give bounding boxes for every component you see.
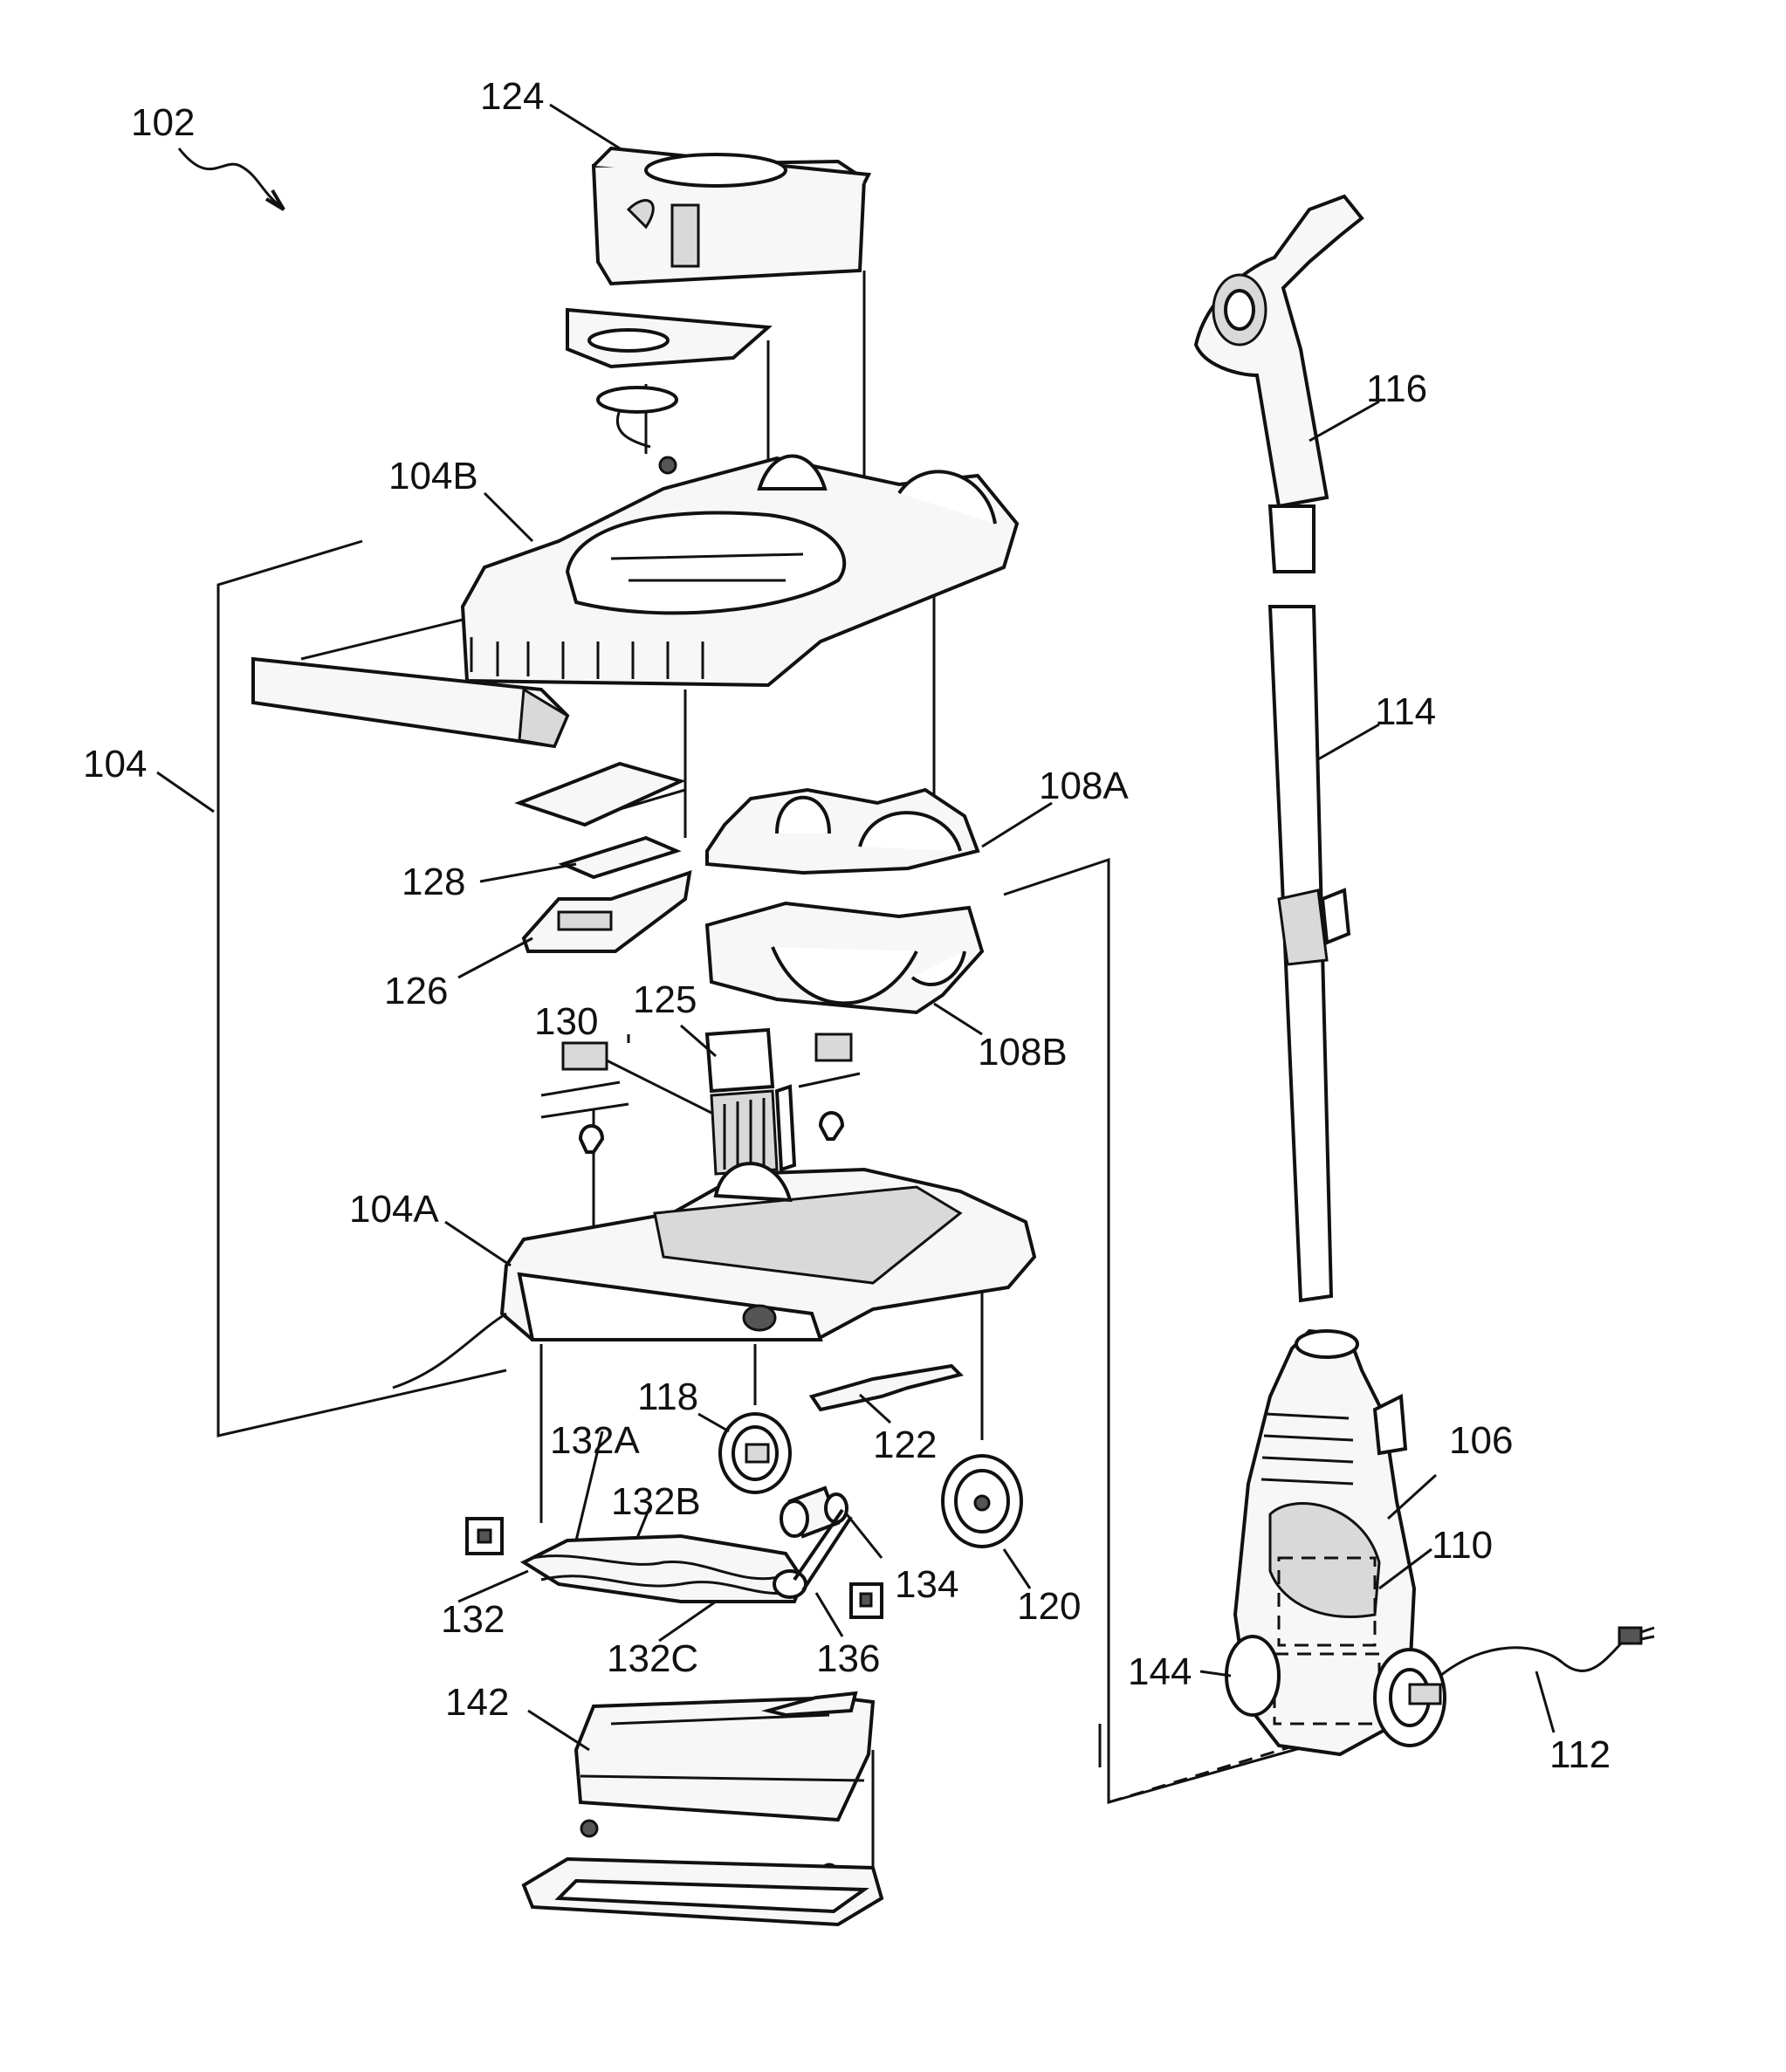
label-134: 134: [895, 1563, 958, 1606]
lid-part: [567, 310, 768, 473]
label-128: 128: [402, 861, 465, 903]
label-132b: 132B: [611, 1480, 701, 1523]
cover-upper-part: [707, 790, 978, 873]
label-104: 104: [83, 743, 147, 786]
cover-lower-part: [707, 903, 982, 1012]
label-108b: 108B: [978, 1031, 1068, 1074]
label-136: 136: [816, 1637, 880, 1680]
tray-part: [524, 873, 690, 951]
label-144: 144: [1128, 1650, 1192, 1693]
label-130: 130: [534, 1000, 598, 1043]
wheel-right-part: [943, 1456, 1021, 1547]
label-112: 112: [1549, 1733, 1611, 1776]
label-104a: 104A: [349, 1188, 439, 1231]
screen-part: [519, 764, 681, 877]
label-120: 120: [1017, 1585, 1081, 1628]
label-104b: 104B: [388, 455, 478, 497]
clip-parts: [541, 1034, 860, 1152]
assembly-lines: [179, 148, 1309, 1868]
motor-part: [781, 1488, 847, 1536]
label-116: 116: [1366, 367, 1427, 410]
label-132c: 132C: [607, 1637, 698, 1680]
label-108a: 108A: [1039, 765, 1129, 807]
label-126: 126: [384, 970, 448, 1012]
handle-part: [1196, 196, 1362, 572]
label-132: 132: [441, 1598, 505, 1641]
bin-part: [594, 148, 869, 284]
tube-part: [1270, 607, 1349, 1300]
wheel-left-part: [720, 1414, 790, 1492]
link-part: [812, 1366, 960, 1410]
label-102: 102: [131, 101, 195, 144]
lower-housing-part: [393, 1163, 1034, 1388]
label-125: 125: [633, 978, 697, 1021]
label-118: 118: [637, 1376, 698, 1418]
filter-part: [707, 1030, 794, 1174]
label-122: 122: [873, 1424, 937, 1466]
base-sole-part: [524, 1859, 882, 1924]
label-132a: 132A: [550, 1419, 640, 1462]
label-142: 142: [445, 1681, 509, 1724]
plate-part: [576, 1693, 873, 1880]
label-110: 110: [1432, 1524, 1493, 1567]
power-cord: [1440, 1628, 1654, 1676]
label-106: 106: [1449, 1419, 1513, 1462]
label-124: 124: [480, 75, 544, 118]
label-114: 114: [1375, 690, 1436, 733]
